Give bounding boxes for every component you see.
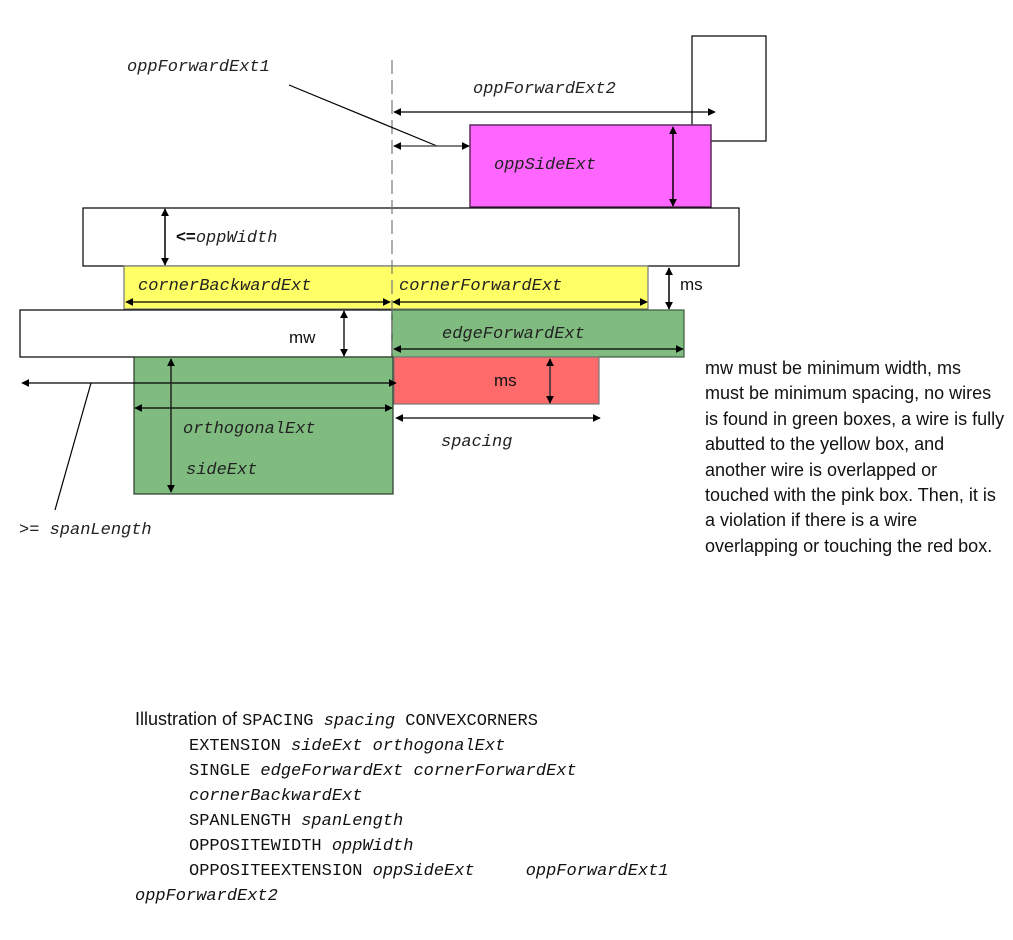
caption-keyword: OPPOSITEWIDTH <box>189 837 332 856</box>
caption-keyword: SPACING <box>242 712 324 731</box>
side-ext-label: sideExt <box>186 461 257 480</box>
caption-line-6: OPPOSITEWIDTH oppWidth <box>135 832 669 857</box>
caption-argument: sideExt orthogonalExt <box>291 737 506 756</box>
caption-keyword: OPPOSITEEXTENSION <box>189 862 373 881</box>
caption-keyword: CONVEXCORNERS <box>395 712 538 731</box>
spacing-label: spacing <box>441 433 512 452</box>
ms-right-label: ms <box>680 275 703 294</box>
caption-argument: spanLength <box>301 812 404 831</box>
span-length-label: >= spanLength <box>19 521 152 540</box>
caption-argument: oppWidth <box>331 837 414 856</box>
convex-corner-diagram: oppForwardExt1 oppForwardExt2 oppSideExt… <box>19 35 767 540</box>
explanation-note: mw must be minimum width, ms must be min… <box>705 358 1005 556</box>
caption-line-1: Illustration of SPACING spacing CONVEXCO… <box>135 707 669 732</box>
caption-argument: oppSideExt <box>372 862 475 881</box>
caption-gap <box>475 862 526 881</box>
caption-line-4: cornerBackwardExt <box>135 782 669 807</box>
mw-wire <box>19 309 393 358</box>
caption-argument: cornerBackwardExt <box>189 787 363 806</box>
caption-line-2: EXTENSION sideExt orthogonalExt <box>135 732 669 757</box>
corner-forward-ext-label: cornerForwardExt <box>399 277 562 296</box>
caption-argument: oppForwardExt2 <box>135 887 278 906</box>
caption-prefix: Illustration of <box>135 709 243 729</box>
caption-argument: oppForwardExt1 <box>525 862 669 881</box>
edge-forward-ext-label: edgeForwardExt <box>442 325 585 344</box>
opp-forward-ext2-label: oppForwardExt2 <box>473 80 616 99</box>
opp-side-ext-label: oppSideExt <box>494 156 596 175</box>
opp-forward-ext1-leader <box>288 84 438 147</box>
opp-width-name: oppWidth <box>196 229 278 248</box>
ms-red-label: ms <box>494 371 517 390</box>
corner-backward-ext-label: cornerBackwardExt <box>138 277 311 296</box>
caption-argument: spacing <box>323 712 396 731</box>
opp-width-wire <box>82 207 740 267</box>
mw-label: mw <box>289 328 316 347</box>
caption-line-3: SINGLE edgeForwardExt cornerForwardExt <box>135 757 669 782</box>
caption-line-8: oppForwardExt2 <box>135 882 669 907</box>
caption-line-5: SPANLENGTH spanLength <box>135 807 669 832</box>
caption-keyword: SINGLE <box>189 762 261 781</box>
span-length-leader <box>54 382 92 511</box>
caption-argument: edgeForwardExt cornerForwardExt <box>260 762 577 781</box>
figure-caption: Illustration of SPACING spacing CONVEXCO… <box>135 707 669 907</box>
opp-width-prefix: <= <box>176 227 196 246</box>
caption-line-7: OPPOSITEEXTENSION oppSideExt oppForwardE… <box>135 857 669 882</box>
opp-forward-ext1-label: oppForwardExt1 <box>127 58 270 77</box>
opp-wire-box-outline <box>691 35 767 142</box>
caption-keyword: SPANLENGTH <box>189 812 302 831</box>
orthogonal-ext-label: orthogonalExt <box>183 420 316 439</box>
opp-width-label: <=oppWidth <box>176 227 277 248</box>
caption-keyword: EXTENSION <box>189 737 292 756</box>
